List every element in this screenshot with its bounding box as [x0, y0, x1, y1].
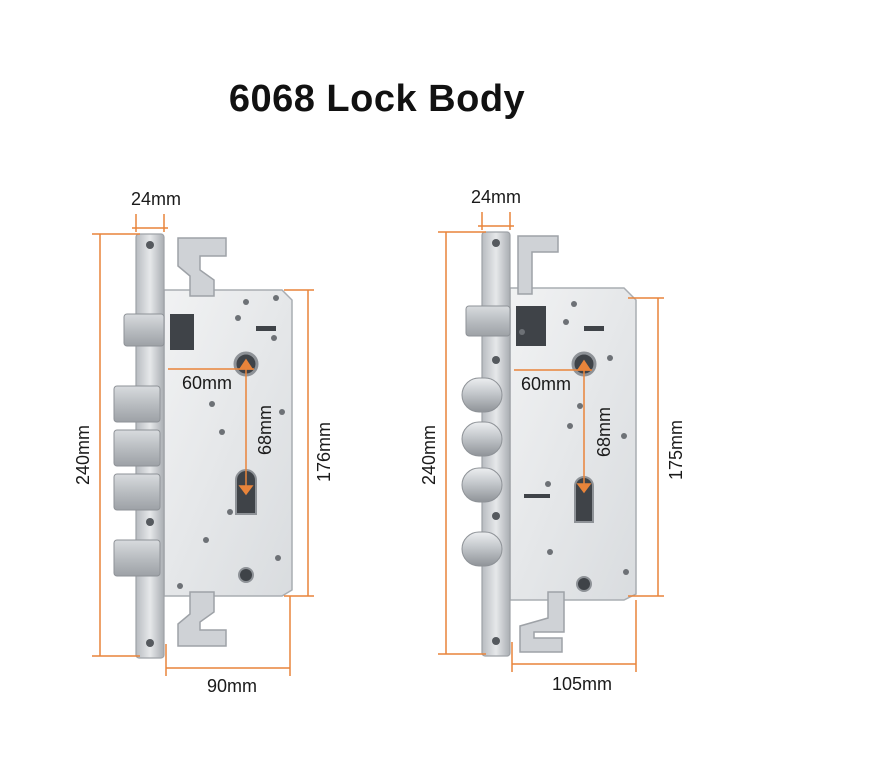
right-dim-top-width-label: 24mm [471, 187, 521, 207]
right-dim-case-width-label: 105mm [552, 674, 612, 694]
right-dim-overall-height-label: 240mm [419, 425, 439, 485]
right-dim-horizontal-label: 60mm [521, 374, 571, 394]
left-dim-case-width-label: 90mm [207, 676, 257, 696]
left-lock-bolt [113, 429, 161, 467]
left-lock-bolt [113, 539, 161, 577]
left-lock-bottom-hook [177, 591, 227, 647]
left-lock [113, 233, 293, 659]
right-lock-bolt [461, 467, 503, 503]
left-dim-overall-height-label: 240mm [73, 425, 93, 485]
right-lock-top-hook [517, 235, 559, 295]
left-lock-dimensions [92, 214, 314, 676]
right-lock-bolt [461, 421, 503, 457]
left-lock-latch [123, 313, 165, 347]
left-dim-horizontal-label: 60mm [182, 373, 232, 393]
left-lock-top-hook [177, 237, 227, 297]
right-lock [461, 231, 637, 657]
page-title: 6068 Lock Body [228, 78, 526, 120]
left-dim-top-width-label: 24mm [131, 189, 181, 209]
left-dim-vertical-label: 68mm [255, 405, 275, 455]
right-lock-dimensions [438, 212, 664, 672]
right-lock-cylinder-hole [574, 476, 594, 523]
right-dim-case-height-label: 175mm [666, 420, 686, 480]
left-lock-bolt [113, 473, 161, 511]
right-lock-latch [465, 305, 511, 337]
right-lock-bolt [461, 377, 503, 413]
right-dim-vertical-label: 68mm [594, 407, 614, 457]
left-dim-case-height-label: 176mm [314, 422, 334, 482]
right-lock-bottom-hook [519, 591, 565, 653]
left-lock-bolt [113, 385, 161, 423]
right-lock-bolt [461, 531, 503, 567]
